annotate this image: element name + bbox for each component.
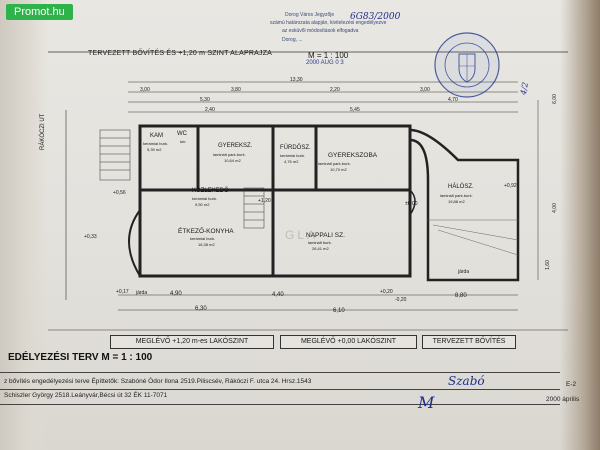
sheet-date: 2000 április	[546, 396, 580, 403]
dim-top-3a: 2,40	[205, 107, 215, 113]
center-watermark: GLA	[285, 228, 319, 242]
dim-top-2c: 5,30	[200, 97, 210, 103]
footer-rule-1	[0, 389, 560, 390]
footer-line-1: z bővítés engedélyezési terve Építtetők:…	[4, 378, 312, 385]
legend-existing-120: MEGLÉVŐ +1,20 m-es LAKÓSZINT	[110, 335, 274, 349]
stamp-date: 2000 AUG 0 3	[306, 60, 344, 66]
street-label: RÁKÓCZI UT	[40, 113, 46, 150]
room-area-haloszoba: 19,88 m2	[448, 199, 465, 204]
dim-top-total: 13,30	[290, 77, 303, 83]
dim-right-3: 1,60	[544, 260, 551, 270]
page-edge-shadow	[560, 0, 600, 450]
room-name-gyerekszoba: GYEREKSZOBA	[328, 152, 378, 159]
handwritten-case-number: 6G83/2000	[350, 12, 401, 22]
room-name-gyereksz: GYEREKSZ.	[218, 143, 253, 149]
title-rule	[0, 372, 560, 373]
dim-bottom-1c: 8,80	[455, 293, 467, 299]
legend-existing-000: MEGLÉVŐ +0,00 LAKÓSZINT	[280, 335, 417, 349]
level-092: +0,92	[504, 183, 517, 189]
dim-top-3d: 5,45	[350, 107, 360, 113]
room-floor-gyerekszoba: laminált park.burk.	[318, 161, 351, 166]
dim-top-2d: 4,70	[448, 97, 458, 103]
legend-planned: TERVEZETT BŐVÍTÉS	[422, 335, 516, 349]
room-area-gyereksz: 10,64 m2	[224, 158, 241, 163]
stamp-line-1: Dorog Város Jegyzője	[285, 12, 335, 18]
room-name-nappali: NAPPALI SZ.	[306, 232, 345, 239]
dim-top-1a: 3,00	[140, 87, 150, 93]
room-floor-nappali: laminált burk.	[308, 240, 332, 245]
room-floor-furdo: kerámiai burk.	[280, 153, 306, 158]
dim-top-1h: 3,00	[420, 87, 430, 93]
signature-1: Szabó	[448, 374, 485, 388]
room-name-kozlekedo: KÖZLEKEDŐ	[192, 188, 229, 194]
level-000: ±0,00	[405, 201, 418, 207]
room-area-nappali: 26,41 m2	[312, 246, 329, 251]
room-area-furdo: 4,76 m2	[284, 159, 299, 164]
floor-plan	[48, 51, 568, 331]
room-area-kamra: 5,39 m2	[147, 147, 162, 152]
dim-bottom-2b: 6,30	[195, 306, 207, 312]
level-056: +0,56	[113, 190, 126, 196]
room-area-gyerekszoba: 10,70 m2	[330, 167, 347, 172]
room-floor-haloszoba: laminált park.burk.	[440, 193, 473, 198]
legend-existing-120-label: MEGLÉVŐ +1,20 m-es LAKÓSZINT	[135, 338, 249, 345]
dim-top-1d: 3,80	[231, 87, 241, 93]
room-name-haloszoba: HÁLÓSZ.	[448, 184, 474, 190]
level-020: +0,20	[380, 289, 393, 295]
stamp-line-4: Dorog, ...	[282, 37, 303, 43]
room-floor-wc: ker.	[180, 139, 187, 144]
legend-existing-000-label: MEGLÉVŐ +0,00 LAKÓSZINT	[300, 338, 397, 345]
watermark-logo: Promot.hu	[6, 4, 73, 20]
room-name-etkezo: ÉTKEZŐ-KONYHA	[178, 228, 234, 235]
watermark-brand: Promot	[14, 6, 50, 18]
room-area-kozlekedo: 9,50 m2	[195, 202, 210, 207]
room-name-wc: WC	[177, 131, 187, 137]
label-jarda-2: járda	[458, 269, 470, 275]
room-floor-kamra: kerámiai burk.	[143, 141, 169, 146]
room-floor-gyereksz: laminált park.burk.	[213, 152, 246, 157]
room-area-etkezo: 16,38 m2	[198, 242, 215, 247]
room-name-furdo: FÜRDŐSZ.	[280, 145, 311, 151]
sheet-number: E-2	[566, 381, 577, 388]
dim-right-2: 4,00	[551, 203, 558, 213]
footer-line-2: Schiszler György 2518.Leányvár,Bécsi út …	[4, 392, 168, 399]
dim-bottom-1a: 4,90	[170, 291, 182, 297]
stamp-line-2: számú határozata alapján, kivitelezési e…	[270, 20, 387, 26]
dim-bottom-1b: 4,40	[272, 292, 284, 298]
stamp-line-3: az esküvői módosítások elfogadva	[282, 28, 359, 34]
dim-right-1: 6,00	[551, 94, 558, 104]
drawing-title: TERVEZETT BŐVÍTÉS ÉS +1,20 m SZINT ALAPR…	[88, 50, 273, 57]
room-floor-kozlekedo: kerámiai burk.	[192, 196, 218, 201]
room-floor-etkezo: kerámiai burk.	[190, 236, 216, 241]
dim-bottom-2d: 6,10	[333, 308, 345, 314]
drawing-scale: M = 1 : 100	[308, 51, 349, 60]
signature-2: M	[418, 393, 435, 412]
page-fold-shadow	[0, 0, 48, 450]
watermark-suffix: .hu	[49, 6, 65, 18]
footer-rule-2	[0, 404, 560, 405]
level-120: +1,20	[258, 198, 271, 204]
official-seal	[434, 32, 500, 98]
dim-top-1g: 2,20	[330, 87, 340, 93]
legend-planned-label: TERVEZETT BŐVÍTÉS	[432, 338, 506, 345]
level-017: +0,17	[116, 289, 129, 295]
level-minus020: -0,20	[395, 297, 407, 303]
level-033: +0,33	[84, 234, 97, 240]
main-title: EDÉLYEZÉSI TERV M = 1 : 100	[8, 352, 153, 363]
room-name-kamra: KAM	[150, 133, 164, 139]
label-jarda-1: járda	[136, 290, 148, 296]
